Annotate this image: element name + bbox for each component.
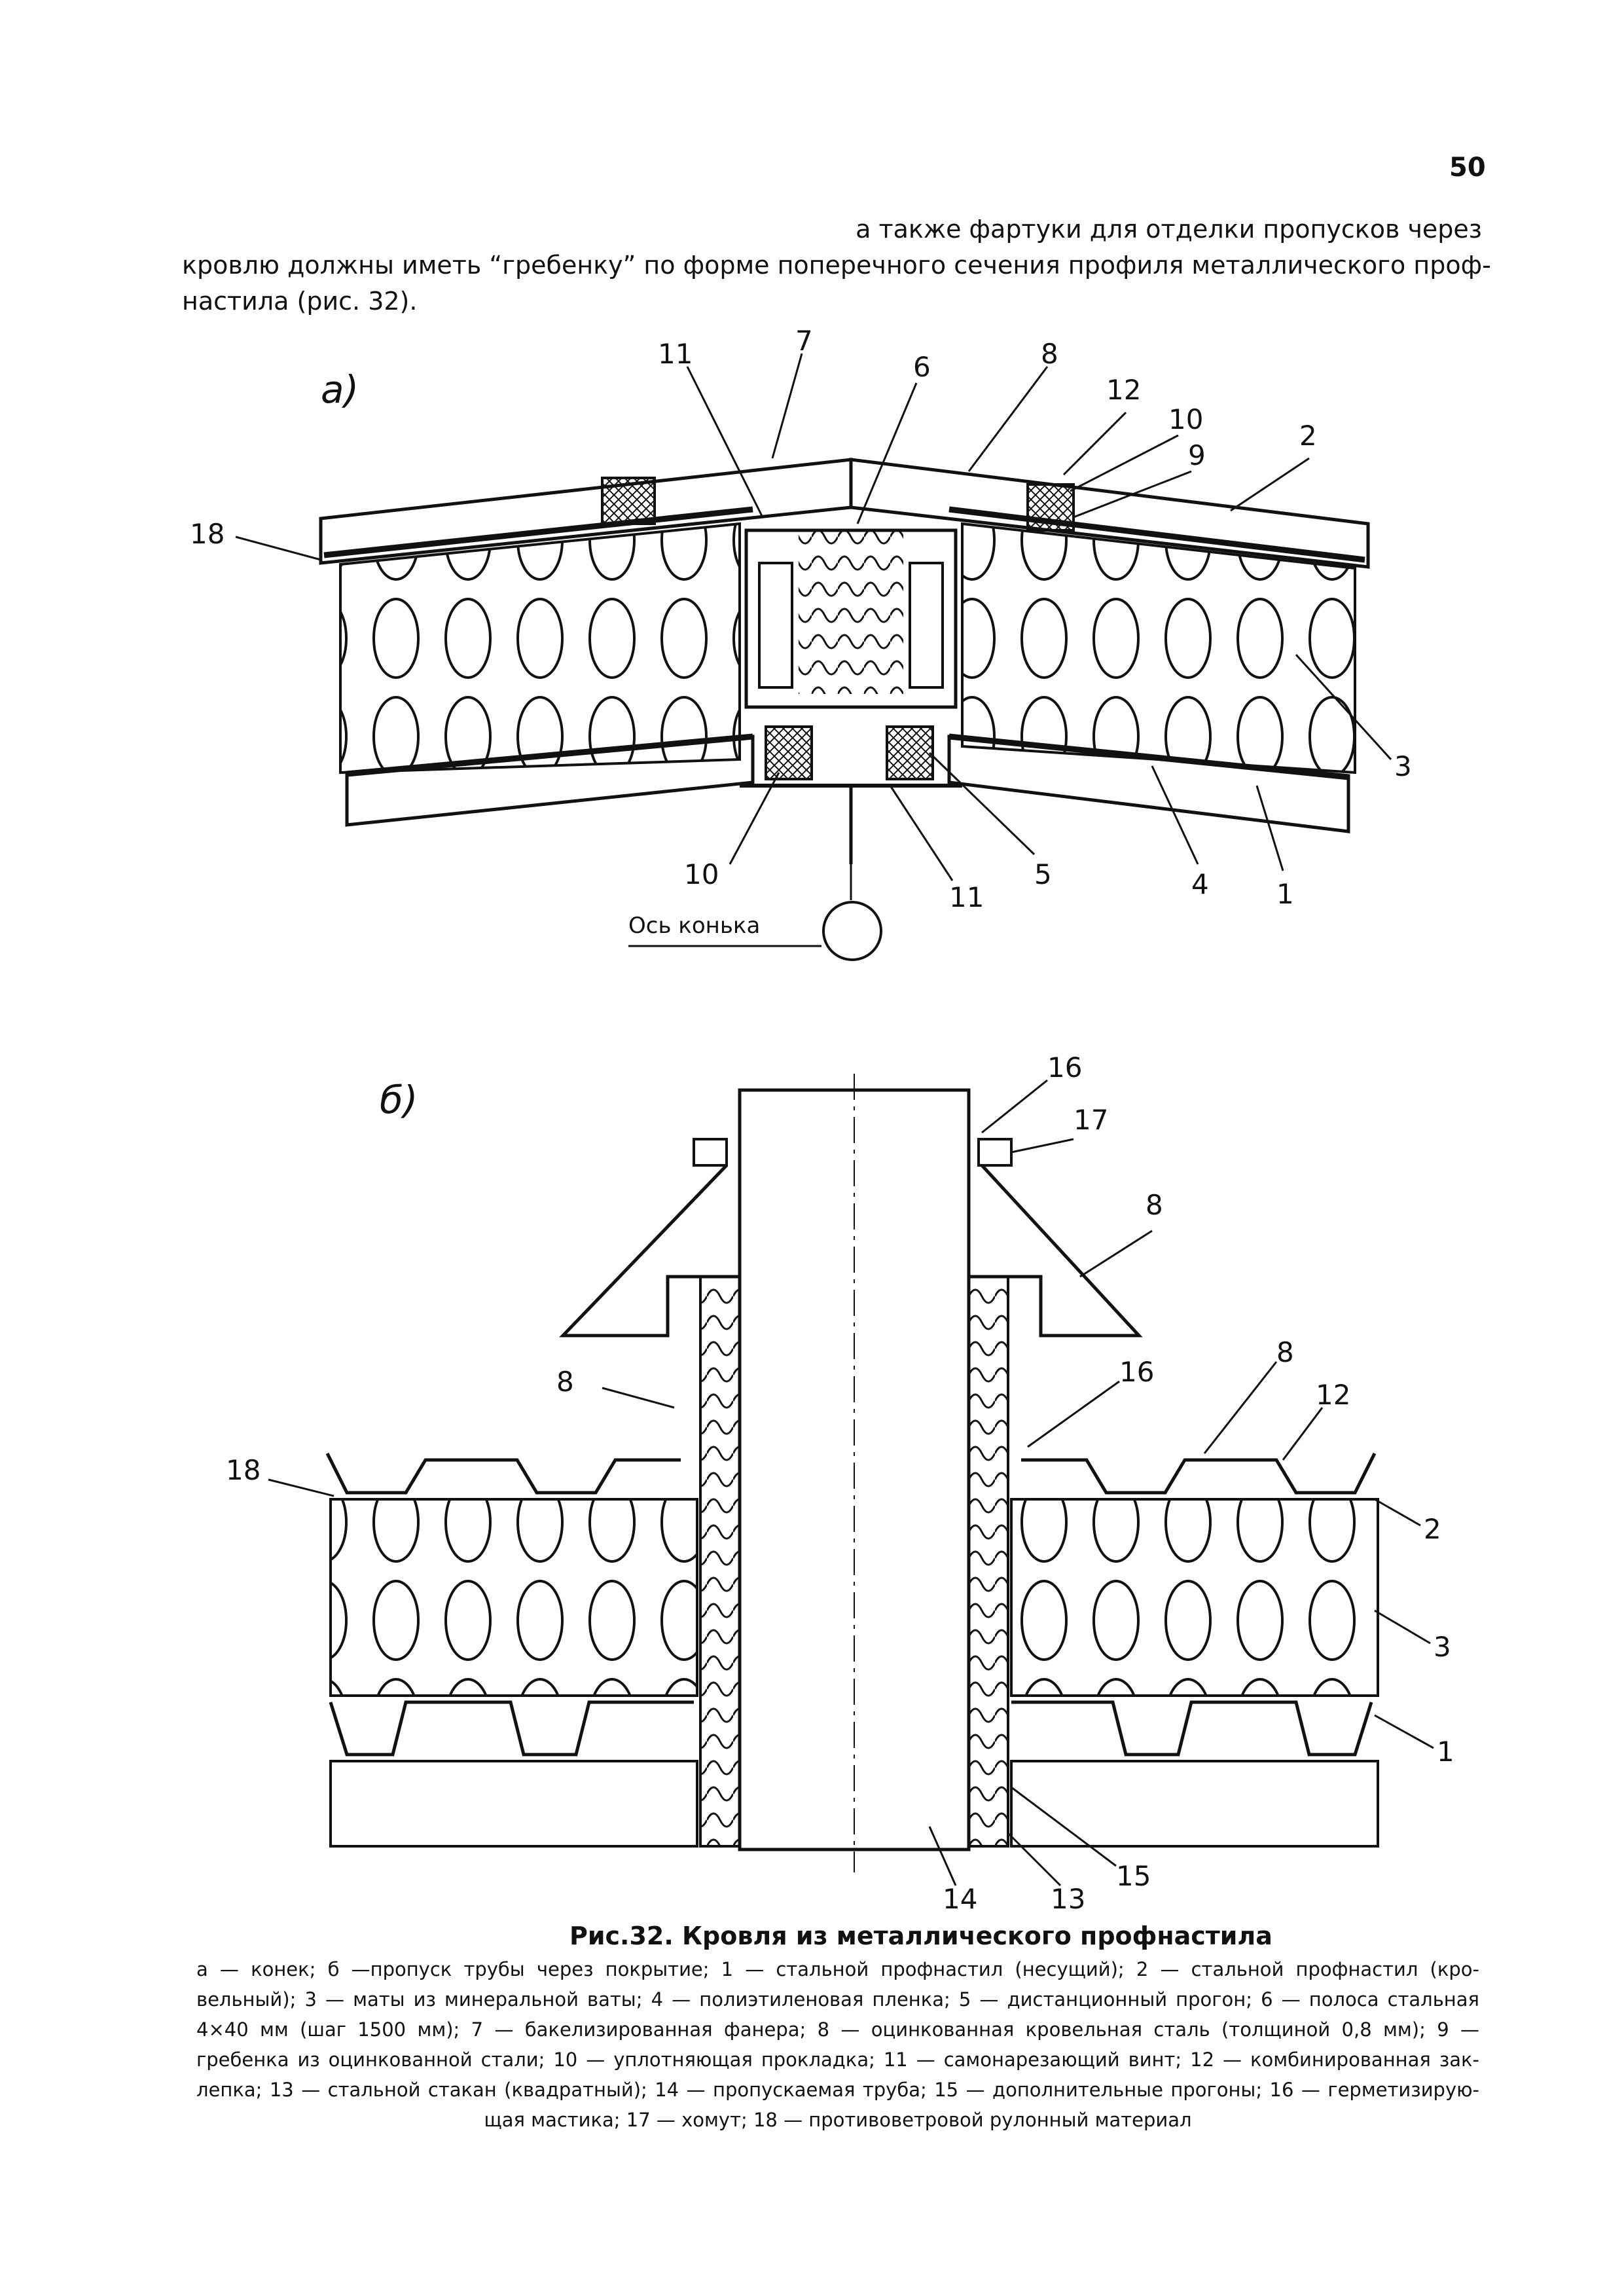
seal-10 xyxy=(601,477,656,525)
insulation-right xyxy=(961,522,1356,774)
figure-caption-legend: а — конек; б —пропуск трубы через покрыт… xyxy=(196,1954,1479,2135)
base-profile-left xyxy=(329,1700,694,1757)
callout: 17 xyxy=(1074,1104,1108,1136)
callout: 18 xyxy=(190,518,225,550)
callout: 1 xyxy=(1276,878,1294,910)
callout: 2 xyxy=(1424,1513,1441,1545)
callout: 8 xyxy=(1276,1336,1294,1368)
callout: 8 xyxy=(556,1366,574,1398)
clamp-right xyxy=(977,1138,1013,1167)
callout: 10 xyxy=(1168,403,1203,435)
figure-a-label: а) xyxy=(321,367,359,412)
clamp-left xyxy=(693,1138,728,1167)
callout: 10 xyxy=(684,858,719,890)
callout: 4 xyxy=(1191,868,1209,900)
callout: 8 xyxy=(1146,1189,1163,1221)
callout: 6 xyxy=(913,351,931,383)
callouts-b: 16 17 8 8 16 8 12 18 2 3 1 14 13 xyxy=(226,1051,1454,1915)
callout: 16 xyxy=(1119,1356,1154,1388)
figure-caption-title: Рис.32. Кровля из металлического профнас… xyxy=(569,1922,1272,1950)
intro-paragraph: а также фартуки для отделки пропусков че… xyxy=(182,211,1491,319)
callout: 5 xyxy=(1034,858,1052,890)
callout: 1 xyxy=(1437,1736,1454,1768)
intro-line: а также фартуки для отделки пропусков че… xyxy=(856,215,1482,244)
callout: 12 xyxy=(1316,1379,1350,1411)
callout: 11 xyxy=(658,338,693,370)
callout: 18 xyxy=(226,1454,261,1486)
caption-line: гребенка из оцинкованной стали; 10 — упл… xyxy=(196,2049,1479,2071)
insulation-left xyxy=(329,1498,698,1697)
insulation-right xyxy=(1010,1498,1379,1697)
callout: 11 xyxy=(949,881,984,913)
callout: 9 xyxy=(1188,439,1206,471)
page-number: 50 xyxy=(1449,153,1486,183)
base-profile-right xyxy=(1011,1700,1373,1757)
caption-line: лепка; 13 — стальной стакан (квадратный)… xyxy=(196,2079,1479,2101)
callout: 12 xyxy=(1106,374,1141,406)
ridge-axis-marker xyxy=(822,901,882,961)
seal-10 xyxy=(765,725,813,780)
caption-line: вельный); 3 — маты из минеральной ваты; … xyxy=(196,1988,1479,2011)
roof-profile-right xyxy=(1021,1452,1377,1495)
callout: 15 xyxy=(1116,1860,1151,1892)
roof-sheet-right xyxy=(849,458,1370,569)
purlin-left xyxy=(329,1760,698,1848)
intro-line: кровлю должны иметь “гребенку” по форме … xyxy=(182,251,1491,280)
figure-b-label: б) xyxy=(380,1078,418,1122)
sleeve-left xyxy=(699,1275,741,1848)
flashing-cone-right xyxy=(969,1164,1143,1338)
callout: 8 xyxy=(1041,338,1058,370)
roof-profile-left xyxy=(325,1452,681,1495)
callout: 3 xyxy=(1394,750,1412,782)
seal-10 xyxy=(886,725,934,780)
callout: 16 xyxy=(1047,1051,1082,1084)
intro-line: настила (рис. 32). xyxy=(182,287,418,316)
callout: 3 xyxy=(1434,1631,1451,1663)
caption-line: 4×40 мм (шаг 1500 мм); 7 — бакелизирован… xyxy=(196,2018,1479,2041)
insulation-left xyxy=(339,522,741,774)
seal-10 xyxy=(1026,483,1075,532)
callout: 14 xyxy=(943,1883,977,1915)
ridge-spring xyxy=(799,524,903,694)
purlin-right xyxy=(1010,1760,1379,1848)
ridge-axis-label: Ось конька xyxy=(628,913,760,939)
callout: 2 xyxy=(1299,420,1317,452)
caption-line: а — конек; б —пропуск трубы через покрыт… xyxy=(196,1958,1479,1980)
callout: 13 xyxy=(1051,1883,1085,1915)
callout: 7 xyxy=(795,325,813,357)
caption-line: щая мастика; 17 — хомут; 18 — противовет… xyxy=(484,2109,1192,2131)
flashing-cone-left xyxy=(559,1164,740,1338)
figure-b-pipe-penetration: б) 16 17 8 8 xyxy=(226,1051,1454,1915)
figure-a-ridge: а) Ось конька 11 xyxy=(190,325,1412,961)
callouts-a: 11 7 6 8 12 10 9 2 18 3 10 11 5 xyxy=(190,325,1412,913)
sleeve-right xyxy=(967,1275,1009,1848)
